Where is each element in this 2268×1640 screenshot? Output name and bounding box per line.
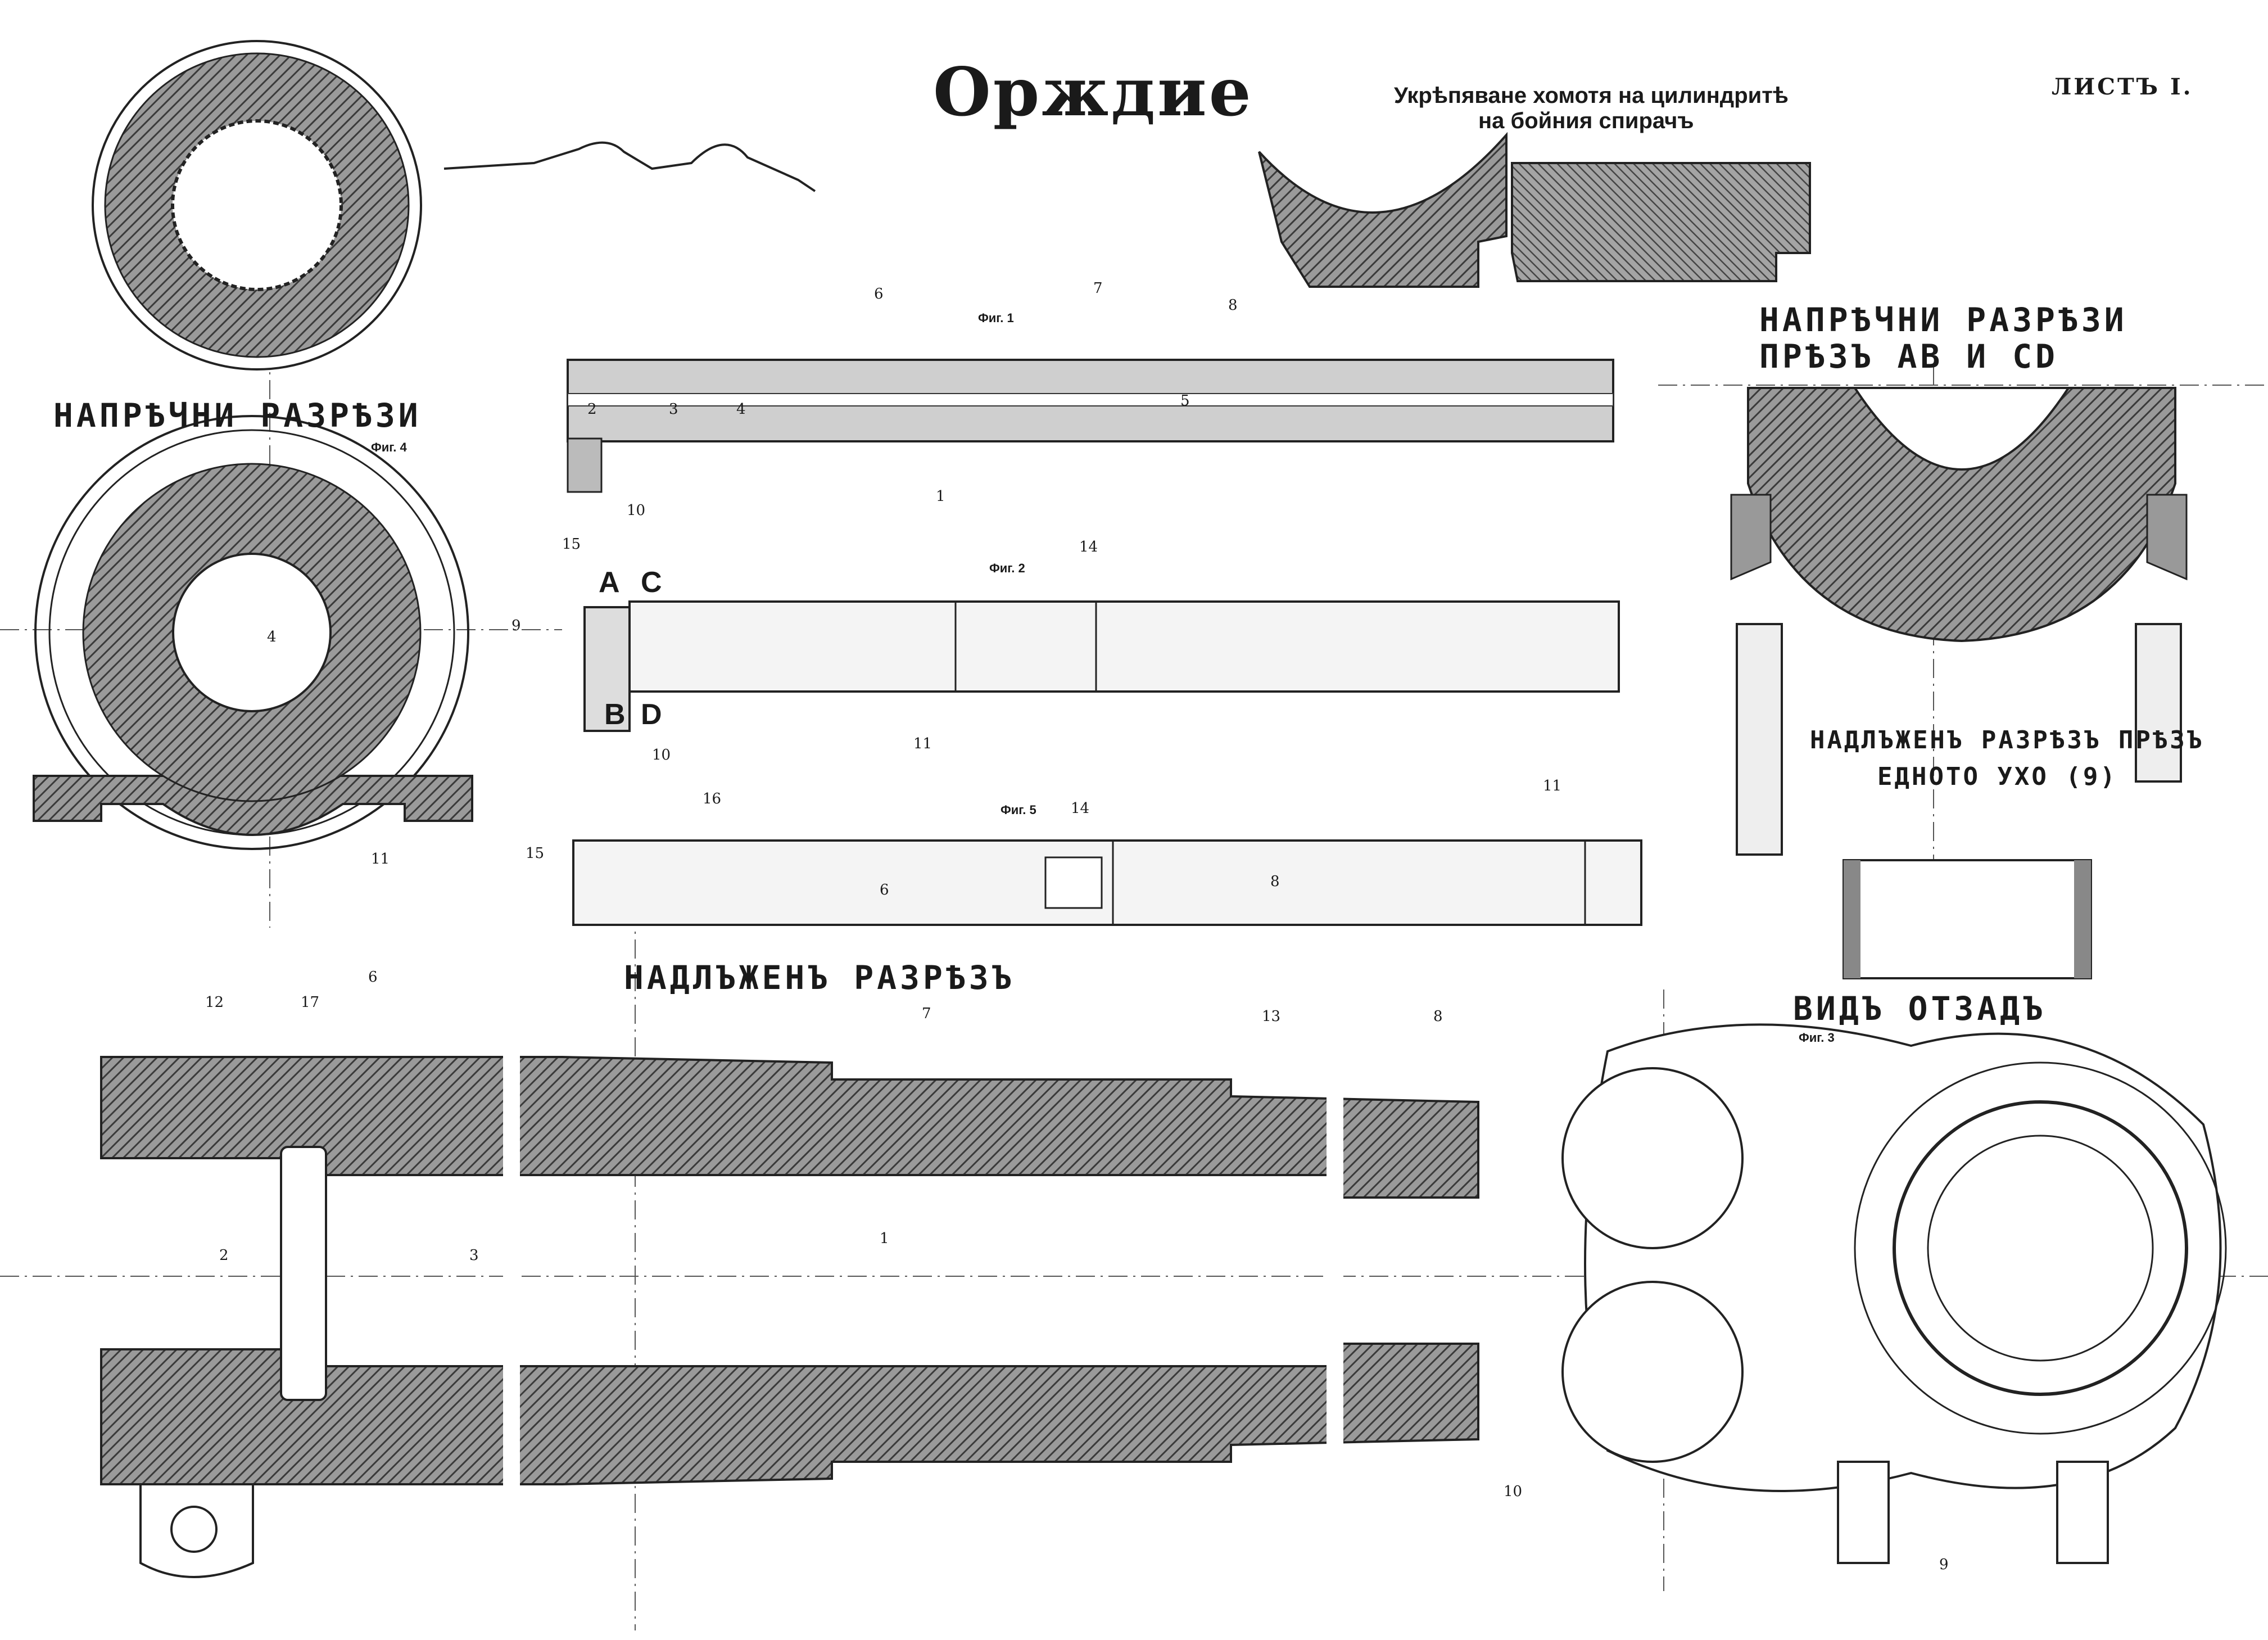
profile-line-icon	[443, 141, 816, 192]
callout-9: 9	[511, 617, 521, 634]
fig3-label: Фиг. 3	[1799, 1031, 1835, 1045]
callout-3: 3	[469, 1247, 479, 1264]
section-ref-a: A	[599, 566, 620, 599]
callout-15: 15	[562, 536, 581, 553]
subtitle-line2: на бойния спирачъ	[1478, 109, 1694, 133]
callout-8: 8	[1270, 873, 1280, 890]
section-ref-b: B	[604, 698, 626, 731]
heading-ear-section-2: ЕДНОТО УХО (9)	[1877, 762, 2117, 791]
callout-13: 13	[1262, 1008, 1281, 1025]
callout-10: 10	[652, 747, 671, 763]
ab-cd-section	[1730, 387, 2188, 643]
upper-ring-section	[92, 40, 422, 371]
fig5-label: Фиг. 5	[1001, 803, 1036, 817]
fig1-label: Фиг. 1	[978, 311, 1014, 325]
ear-sections	[1736, 623, 2182, 979]
callout-1: 1	[936, 488, 945, 505]
fig5-barrel	[572, 839, 1642, 926]
callout-16: 16	[703, 790, 722, 807]
fig4-label: Фиг. 4	[371, 440, 407, 454]
callout-10: 10	[627, 502, 646, 519]
callout-12: 12	[205, 994, 224, 1011]
sheet-number: ЛИСТЪ I.	[2052, 74, 2193, 100]
callout-10: 10	[1504, 1483, 1523, 1500]
callout-2: 2	[219, 1247, 229, 1264]
page-title: Орждие	[933, 53, 1253, 131]
callout-3: 3	[669, 401, 678, 418]
section-ref-d: D	[641, 698, 662, 731]
section-ref-c: C	[641, 566, 662, 599]
heading-ear-section-1: НАДЛЪЖЕНЪ РАЗРѢЗЪ ПРѢЗЪ	[1810, 726, 2204, 755]
callout-9: 9	[1939, 1556, 1949, 1573]
callout-11: 11	[1543, 778, 1562, 794]
callout-4: 4	[267, 629, 277, 645]
lower-ring-section	[33, 415, 473, 850]
clamp-detail	[1258, 132, 1811, 288]
callout-7: 7	[922, 1005, 931, 1022]
callout-7: 7	[1093, 280, 1103, 297]
heading-cross-sections-left: НАПРѢЧНИ РАЗРѢЗИ	[53, 396, 422, 435]
rear-view-drawing	[1561, 1023, 2227, 1564]
fig1-barrel	[567, 359, 1614, 493]
heading-cross-sections-right-1: НАПРѢЧНИ РАЗРѢЗИ	[1759, 301, 2127, 339]
subtitle-line1: Укрѣпяване хомотя на цилиндритѣ	[1394, 83, 1789, 108]
longitudinal-section	[100, 1023, 1479, 1578]
fig2-label: Фиг. 2	[989, 561, 1025, 575]
callout-8: 8	[1228, 297, 1238, 314]
callout-11: 11	[371, 851, 390, 868]
callout-15: 15	[526, 845, 545, 862]
heading-longitudinal: НАДЛЪЖЕНЪ РАЗРѢЗЪ	[624, 959, 1015, 997]
callout-11: 11	[913, 735, 932, 752]
callout-14: 14	[1079, 539, 1098, 555]
heading-cross-sections-right-2: ПРѢЗЪ АВ И CD	[1759, 337, 2058, 376]
callout-1: 1	[880, 1230, 889, 1247]
callout-2: 2	[587, 401, 597, 418]
callout-17: 17	[301, 994, 320, 1011]
callout-8: 8	[1433, 1008, 1443, 1025]
fig2-barrel	[583, 600, 1620, 732]
callout-6: 6	[874, 286, 884, 302]
callout-4: 4	[736, 401, 746, 418]
callout-14: 14	[1071, 800, 1090, 817]
callout-6: 6	[880, 882, 889, 898]
callout-5: 5	[1180, 392, 1190, 409]
callout-6: 6	[368, 969, 378, 986]
heading-rear-view: ВИДЪ ОТЗАДЪ	[1793, 990, 2047, 1028]
